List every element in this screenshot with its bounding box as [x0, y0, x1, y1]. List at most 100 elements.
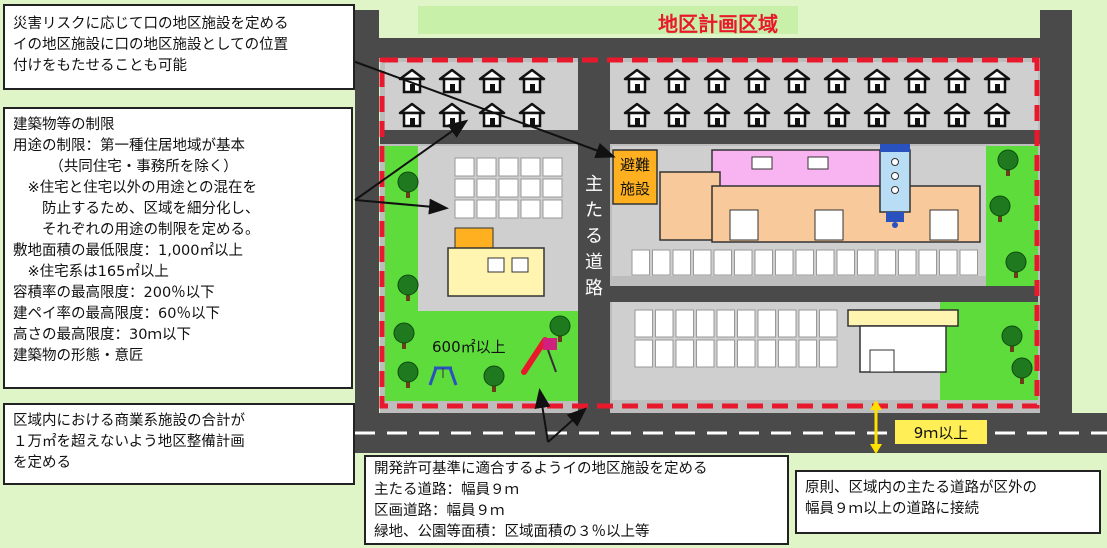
arrow-houses [354, 119, 469, 201]
tree-icon [397, 361, 419, 388]
house-icon [983, 68, 1011, 94]
building-door [929, 209, 959, 241]
parking-space [454, 199, 475, 219]
road-right [1040, 10, 1072, 415]
restriction-line: （共同住宅・事務所を除く） [13, 159, 238, 175]
road-housing [380, 130, 1040, 144]
parking-space [476, 199, 497, 219]
tree-icon [393, 322, 415, 349]
tree-icon [1001, 325, 1023, 352]
evac-label-1: 避難 [620, 156, 650, 174]
restriction-line: ※住宅系は165㎡以上 [13, 264, 169, 280]
house-icon [663, 68, 691, 94]
parking-space [778, 309, 797, 338]
road-width-box [895, 420, 987, 444]
parking-space [898, 249, 917, 276]
evac-label-2: 施設 [620, 180, 650, 198]
district-area-label: 地区計画区域 [658, 12, 778, 36]
restriction-line: 敷地面積の最低限度：1,000㎡以上 [13, 243, 244, 259]
parking-space [857, 249, 876, 276]
parking-space [778, 339, 797, 368]
parking-space [520, 199, 541, 219]
house-icon [863, 68, 891, 94]
house-icon [943, 102, 971, 128]
house-icon [438, 68, 466, 94]
house-icon [743, 68, 771, 94]
parking-space [918, 249, 937, 276]
main-building-left [659, 171, 721, 241]
store-sign [847, 309, 959, 327]
road-width-marker [870, 400, 987, 454]
pink-window [807, 156, 829, 170]
parking-space [713, 249, 732, 276]
restriction-line: それぞれの用途の制限を定める。 [13, 222, 260, 238]
parking-space [696, 309, 715, 338]
callout-disaster-risk: 災害リスクに応じて口の地区施設を定める イの地区施設に口の地区施設としての位置 … [3, 4, 355, 90]
parking-space [476, 157, 497, 177]
parking-space [634, 339, 653, 368]
district-boundary [379, 57, 1040, 409]
parking-space [675, 339, 694, 368]
house-icon [623, 68, 651, 94]
arrow-evac [349, 59, 616, 159]
restriction-line: 建築物の形態・意匠 [13, 348, 144, 364]
parking-space [498, 157, 519, 177]
shop-window [511, 257, 529, 273]
tree-icon [1005, 251, 1027, 278]
parking-space [798, 309, 817, 338]
parking-space [542, 178, 563, 198]
tree-icon [549, 315, 571, 342]
main-road-char: た [585, 200, 603, 221]
house-icon [703, 68, 731, 94]
callout-commercial-limit: 区域内における商業系施設の合計が １万㎡を超えないよう地区整備計画 を定める [3, 403, 355, 485]
parking-space [454, 178, 475, 198]
pink-window [751, 156, 773, 170]
callout-building-restrictions: 建築物等の制限用途の制限：第一種住居地域が基本 （共同住宅・事務所を除く） ※住… [3, 107, 353, 389]
parking-space [959, 249, 978, 276]
parking-space [655, 339, 674, 368]
house-icon [478, 68, 506, 94]
parking-space [819, 309, 838, 338]
parking-right-lower [634, 309, 838, 368]
house-icon [943, 68, 971, 94]
tree-icon [483, 365, 505, 392]
main-road-char: 主 [585, 174, 603, 195]
main-road-label: 主たる道路 [585, 174, 603, 299]
parking-space [754, 249, 773, 276]
restriction-line: 建築物等の制限 [13, 117, 115, 133]
parking-space [498, 199, 519, 219]
parking-space [716, 339, 735, 368]
parking-space [542, 157, 563, 177]
arrow-main-road [547, 407, 587, 443]
house-icon [623, 102, 651, 128]
parking-space [672, 249, 691, 276]
parking-space [816, 249, 835, 276]
house-icon [663, 102, 691, 128]
parking-space [520, 178, 541, 198]
water-tower-icon [879, 144, 911, 228]
house-icon [983, 102, 1011, 128]
parking-space [675, 309, 694, 338]
parking-right-upper [631, 249, 978, 276]
road-width-label: 9ｍ以上 [914, 424, 969, 442]
parking-space [734, 249, 753, 276]
slide-icon [521, 337, 557, 375]
house-icon [743, 102, 771, 128]
house-icon [478, 102, 506, 128]
parking-space [737, 309, 756, 338]
house-icon [823, 68, 851, 94]
tree-icon [397, 171, 419, 198]
restriction-line: 高さの最高限度：30ｍ以下 [13, 327, 191, 343]
main-road-char: 道 [585, 252, 603, 273]
house-icon [823, 102, 851, 128]
main-road-char: る [585, 226, 603, 247]
parking-space [757, 309, 776, 338]
houses [398, 68, 1011, 128]
parking-space [775, 249, 794, 276]
restriction-line: 建ペイ率の最高限度：60％以下 [13, 306, 220, 322]
parking-space [498, 178, 519, 198]
house-icon [518, 68, 546, 94]
swing-icon [428, 366, 458, 386]
pink-building [711, 149, 893, 189]
arrow-parking [354, 198, 449, 215]
